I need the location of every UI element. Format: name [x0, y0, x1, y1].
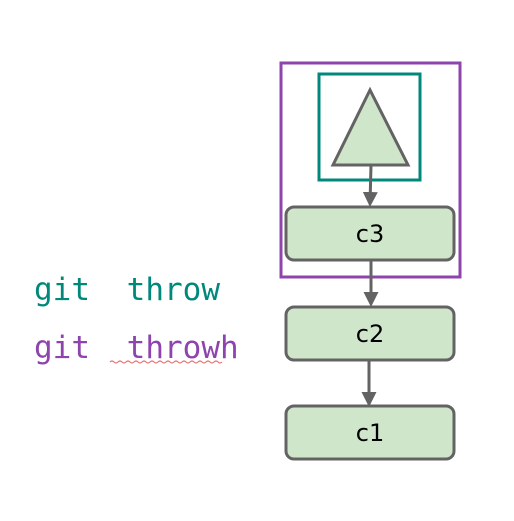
command-word: throw [127, 272, 221, 308]
command-prefix: git [34, 330, 90, 366]
commit-label: c3 [356, 220, 384, 248]
command-prefix: git [34, 272, 90, 308]
command-word-misspelled: throwh [127, 330, 239, 366]
command-git-throw: git throw [34, 272, 220, 308]
head-triangle-icon [330, 86, 411, 167]
arrow-head-to-c3 [362, 164, 378, 207]
spellcheck-underline [109, 360, 223, 364]
commit-label: c1 [356, 419, 384, 447]
commit-node-c2: c2 [284, 305, 456, 362]
commit-node-c3: c3 [284, 205, 456, 262]
command-git-throwh: git throwh [34, 330, 239, 366]
commit-node-c1: c1 [284, 404, 456, 461]
commit-label: c2 [356, 320, 384, 348]
